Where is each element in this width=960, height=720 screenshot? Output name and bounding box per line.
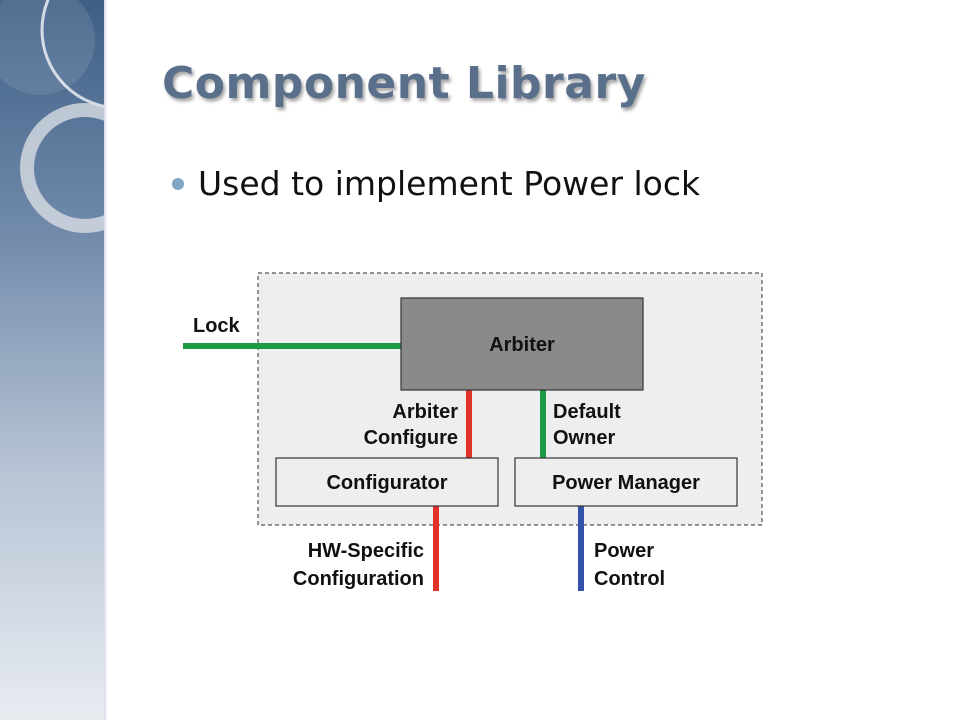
lock-label: Lock	[193, 315, 241, 337]
bullet-dot-icon	[172, 177, 184, 190]
arbiter-label: Arbiter	[489, 334, 555, 356]
hw-config-label-line1: HW-Specific	[308, 540, 424, 562]
configurator-box	[275, 457, 499, 507]
power-manager-label: Power Manager	[552, 472, 700, 494]
arbiter-box	[400, 297, 644, 391]
power-control-label-line1: Power	[594, 540, 654, 562]
arbiter-configure-label-line2: Configure	[364, 427, 458, 449]
power-manager-box	[514, 457, 738, 507]
power-control-label-line2: Control	[594, 568, 665, 590]
hw-config-label-line2: Configuration	[293, 568, 424, 590]
default-owner-label-line2: Owner	[553, 427, 615, 449]
sidebar-decoration	[0, 0, 106, 720]
decorative-circles-icon	[0, 0, 106, 233]
sidebar-edge	[104, 0, 108, 720]
page-title: Component Library	[162, 58, 646, 109]
configurator-label: Configurator	[326, 472, 447, 494]
arbiter-configure-label-line1: Arbiter	[392, 401, 458, 423]
bullet-item: Used to implement Power lock	[172, 164, 700, 203]
bullet-text: Used to implement Power lock	[198, 164, 701, 203]
default-owner-label-line1: Default	[553, 401, 621, 423]
